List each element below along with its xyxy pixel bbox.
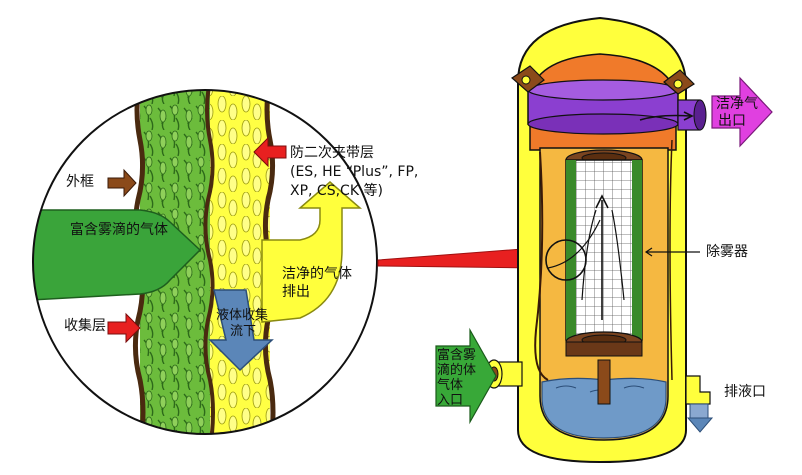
models-line-1: (ES, HE “Plus”, FP,	[290, 164, 419, 180]
inlet-label-2: 滴的体	[437, 363, 477, 378]
liquid-drain-arrow	[208, 289, 274, 372]
drain-outlet	[685, 375, 714, 433]
frame-mid	[203, 90, 215, 434]
liquid-line-left	[534, 151, 549, 381]
outlet-nozzle	[639, 99, 707, 131]
clean-outlet-label-1: 洁净气	[716, 96, 758, 112]
anti-reentrainment-fibers	[210, 90, 270, 434]
clean-gas-label-1: 洁净的气体	[282, 266, 352, 282]
inlet-label-4: 入口	[437, 393, 464, 408]
collection-layer-label: 收集层	[64, 318, 106, 334]
drain-down-arrow	[686, 417, 714, 433]
collection-pointer	[107, 312, 141, 344]
demister-label: 除雾器	[706, 244, 748, 260]
magnified-section	[33, 90, 377, 434]
magnifier-outline	[32, 89, 378, 435]
clean-gas-arrow	[261, 181, 363, 323]
liquid-drain-label-1: 液体收集	[216, 308, 269, 323]
demister-cartridge	[547, 149, 643, 357]
anti-reentrainment-label: 防二次夹带层	[290, 145, 374, 161]
anti-pointer	[253, 136, 287, 168]
liquid-line-right	[669, 139, 673, 381]
clean-outlet-arrow	[711, 76, 773, 148]
drain-pipe	[597, 359, 611, 405]
mist-gas-arrow	[33, 209, 202, 301]
inlet-label-3: 气体	[437, 378, 464, 393]
clean-gas-label-2: 排出	[282, 284, 310, 300]
clean-outlet-label-2: 出口	[718, 113, 746, 129]
mist-gas-label: 富含雾滴的气体	[70, 222, 168, 238]
outer-frame-pointer	[107, 168, 137, 198]
liquid-pool	[541, 377, 667, 439]
inlet-label-1: 富含雾	[437, 348, 477, 363]
models-line-2: XP, CS,CK 等)	[290, 183, 383, 199]
outer-frame-label: 外框	[66, 174, 94, 190]
drain-outlet-label: 排液口	[724, 384, 766, 400]
liquid-drain-label-2: 流下	[230, 324, 257, 339]
zoom-target-ring	[545, 239, 587, 281]
inlet-arrow	[435, 327, 497, 425]
